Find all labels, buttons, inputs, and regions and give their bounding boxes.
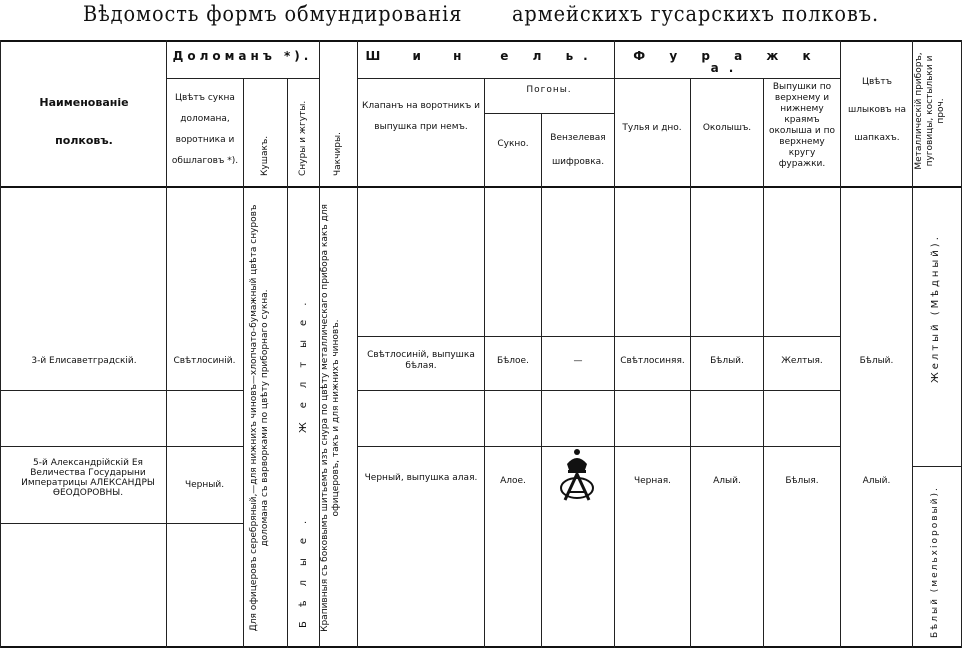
header-cipher: Вензелевая шифровка. — [550, 133, 606, 167]
header-dolman-color: Цвѣтъ сукна доломана, воротника и обшлаг… — [171, 93, 239, 166]
row1-collar: Свѣтлосиній, выпушка бѣлая. — [367, 350, 475, 371]
row2-collar: Черный, выпушка алая. — [364, 473, 478, 483]
row1-metal: Желтый (Мѣдный). — [930, 234, 941, 383]
header-cords: Снуры и жгуты. — [298, 100, 308, 176]
row1-piping: Желтыя. — [781, 356, 823, 366]
uniform-table: Наименованіе полковъ. Доломанъ *). Цвѣтъ… — [0, 38, 962, 650]
header-collar-patch: Клапанъ на воротникъ и выпушка при немъ. — [362, 101, 480, 132]
row1-cord-color: Бѣлый. — [859, 356, 894, 366]
sash-description: Для офицеровъ серебряный,—для нижнихъ чи… — [249, 204, 270, 632]
header-chakchiry: Чакчиры. — [333, 132, 343, 176]
header-shoulder-straps: Погоны. — [526, 85, 572, 95]
cords-bottom: Бѣлые. — [298, 506, 309, 628]
header-regiments: Наименованіе полковъ. — [39, 96, 129, 147]
row1-crown: Свѣтлосиняя. — [620, 356, 685, 366]
cords-top: Желтые. — [298, 288, 309, 433]
header-metal: Металлическій приборъ, пуговицы, костыль… — [914, 52, 946, 170]
row1-band: Бѣлый. — [710, 356, 744, 366]
row2-cloth: Алое. — [500, 476, 526, 486]
row1-cloth: Бѣлое. — [497, 356, 529, 366]
header-piping: Выпушки по верхнему и нижнему краямъ око… — [768, 82, 836, 169]
header-cap: Ф у р а ж к а. — [633, 49, 821, 75]
row2-name: 5-й Александрійскій Ея Величества Госуда… — [21, 458, 155, 498]
row2-crown: Черная. — [633, 476, 672, 486]
title-part-2: армейскихъ гусарскихъ полковъ. — [511, 2, 880, 26]
header-cloth: Сукно. — [497, 139, 529, 149]
chakchiry-description: Крапивныя съ боковымъ шитьемъ изъ снура … — [320, 204, 341, 632]
header-crown-bottom: Тулья и дно. — [622, 123, 682, 133]
row2-dolman: Черный. — [184, 480, 225, 490]
header-sash: Кушакъ. — [260, 135, 270, 176]
row2-cord-color: Алый. — [862, 476, 891, 486]
header-cord-color: Цвѣтъ шлыковъ на шапкахъ. — [848, 77, 906, 143]
row2-piping: Бѣлыя. — [785, 476, 819, 486]
header-overcoat-2: е л ь. — [500, 49, 598, 63]
title-part-1: Вѣдомость формъ обмундированія — [82, 2, 463, 26]
row1-name: 3-й Елисаветградскій. — [31, 356, 137, 366]
row1-cipher: — — [573, 356, 583, 366]
header-overcoat-1: Ш и н — [365, 49, 476, 63]
page-title: Вѣдомость формъ обмундированія армейскихъ… — [38, 2, 923, 26]
header-dolman: Доломанъ *). — [172, 49, 313, 63]
row2-band: Алый. — [713, 476, 741, 486]
row1-dolman: Свѣтлосиній. — [173, 356, 236, 366]
header-band: Околышъ. — [702, 123, 752, 133]
row2-metal: Бѣлый (мельхіоровый). — [930, 486, 940, 638]
crowned-monogram-icon — [560, 449, 594, 501]
